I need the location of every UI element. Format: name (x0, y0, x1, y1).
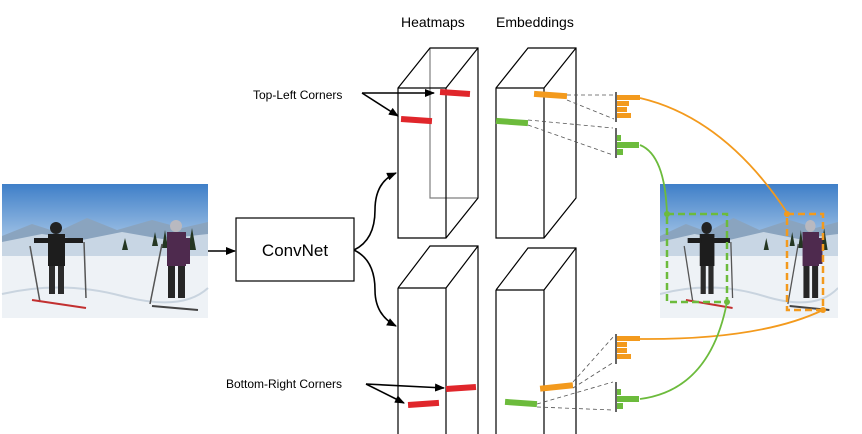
output-image (660, 184, 838, 318)
bottom-green-embedding-bars (615, 382, 639, 412)
orange-curve-top (639, 97, 789, 215)
heatmaps-header: Heatmaps (401, 14, 465, 30)
top-embedding-orange (533, 90, 568, 100)
bottom-heatmap-mark-2 (407, 399, 440, 409)
orange-curve-bottom (639, 309, 824, 340)
bottom-embedding-orange (539, 382, 574, 392)
top-embedding-box (495, 47, 577, 239)
embeddings-header: Embeddings (496, 14, 574, 30)
green-bounding-box (665, 212, 729, 304)
top-projection-lines (527, 94, 615, 156)
orange-bounding-box (785, 212, 825, 312)
convnet-label: ConvNet (262, 241, 328, 260)
top-left-corners-label: Top-Left Corners (253, 88, 342, 102)
top-embedding-green (495, 117, 529, 127)
top-heatmap-mark-2 (400, 115, 433, 125)
bottom-heatmap-box (397, 245, 479, 434)
green-curve-bottom (639, 301, 728, 400)
input-image (1, 183, 209, 319)
bottom-right-arrow-1 (365, 383, 445, 392)
top-left-arrow-2 (361, 92, 399, 117)
green-curve-top (639, 144, 668, 215)
top-heatmap-box (397, 47, 479, 239)
branch-arrow-bottom (353, 249, 397, 327)
bottom-orange-embedding-bars (615, 334, 640, 364)
bottom-projection-lines (536, 335, 615, 411)
bottom-right-arrow-2 (365, 383, 405, 404)
top-orange-embedding-bars (615, 92, 640, 122)
top-green-embedding-bars (615, 128, 639, 158)
bottom-right-corners-label: Bottom-Right Corners (226, 377, 342, 391)
bottom-embedding-green (504, 398, 538, 408)
top-heatmap-mark-1 (439, 88, 471, 98)
branch-arrow-top (353, 172, 397, 251)
bottom-heatmap-mark-1 (445, 383, 477, 393)
bottom-embedding-box (495, 247, 577, 434)
